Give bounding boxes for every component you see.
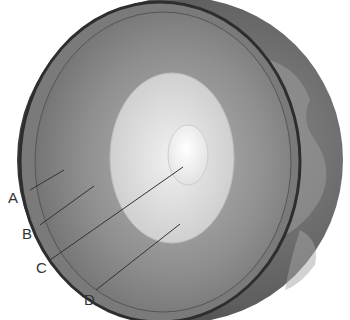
leader-line: [50, 167, 183, 260]
globe-surface: [17, 0, 343, 320]
mantle: [35, 12, 291, 312]
leader-line: [30, 170, 64, 190]
crust: [20, 2, 300, 320]
continent: [285, 230, 316, 290]
leader-line: [40, 186, 94, 225]
inner-core: [168, 125, 208, 185]
leader-line: [96, 224, 180, 290]
part-letter: B: [22, 226, 32, 241]
part-letter: A: [8, 190, 18, 205]
part-letter: D: [84, 292, 95, 307]
part-letter: C: [36, 260, 47, 275]
outer-core: [110, 73, 234, 243]
